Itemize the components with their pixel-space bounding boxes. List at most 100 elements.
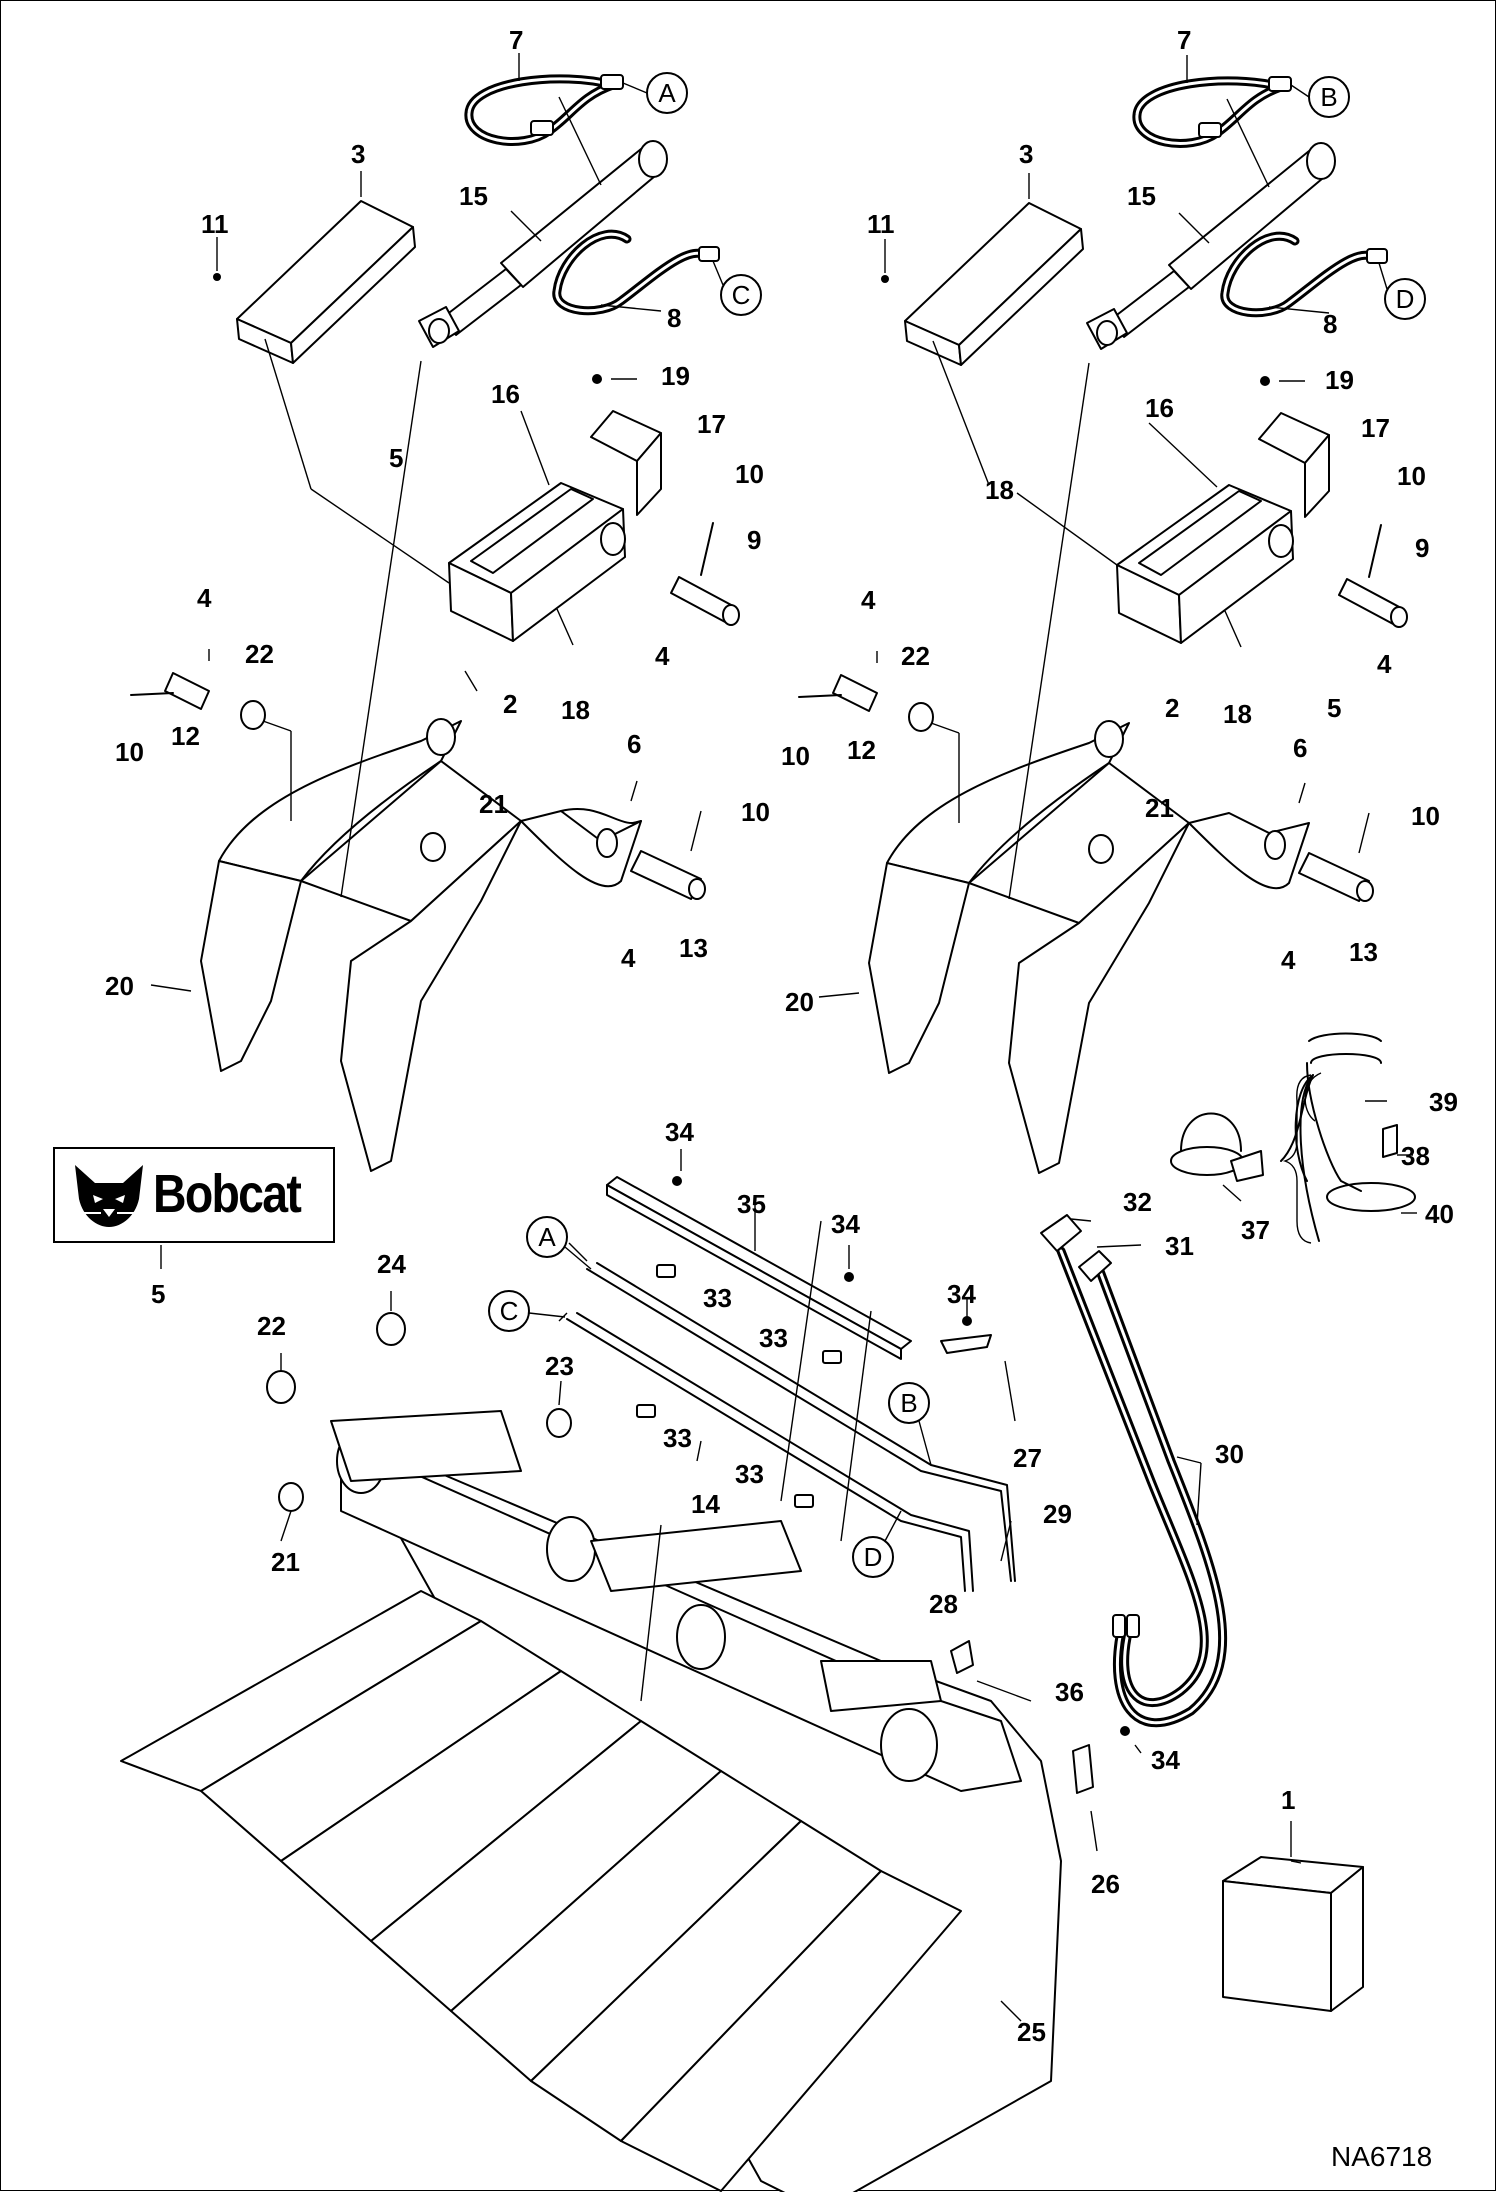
callout-label: 7 xyxy=(509,25,523,55)
bobcat-logo-decal: Bobcat xyxy=(53,1147,335,1243)
parts-kit-box-1 xyxy=(1222,1856,1364,2012)
connector-label: D xyxy=(864,1542,883,1572)
callout-label: 39 xyxy=(1429,1087,1458,1117)
leader-lines-bottom xyxy=(160,1074,1417,2022)
pivot-pin-9-left xyxy=(670,522,740,626)
connector-label: A xyxy=(658,78,676,108)
callout-label: 4 xyxy=(1377,649,1392,679)
callout-label: 37 xyxy=(1241,1215,1270,1245)
callout-label: 10 xyxy=(1411,801,1440,831)
hydraulic-tubes-28-29 xyxy=(566,1262,1016,1592)
callout-label: 4 xyxy=(621,943,636,973)
hydraulic-hose-pair-30 xyxy=(1040,1214,1228,1728)
connector-d-top: D xyxy=(1378,262,1426,320)
callout-label: 4 xyxy=(1281,945,1296,975)
callout-label: 26 xyxy=(1091,1869,1120,1899)
callout-label: 33 xyxy=(759,1323,788,1353)
callout-label: 3 xyxy=(351,139,365,169)
callout-labels-bottom: 5 34 35 34 33 34 24 33 22 23 33 27 33 14… xyxy=(151,1087,1458,2047)
hydraulic-cylinder-15-right xyxy=(1086,142,1336,350)
callout-label: 13 xyxy=(679,933,708,963)
hydraulic-hose-8-left xyxy=(552,229,720,316)
brand-wordmark: Bobcat xyxy=(153,1164,302,1224)
callout-label: 33 xyxy=(735,1459,764,1489)
callout-label: 21 xyxy=(479,789,508,819)
callout-label: 17 xyxy=(697,409,726,439)
hydraulic-hose-7-left xyxy=(464,74,624,146)
callout-label: 31 xyxy=(1165,1231,1194,1261)
callout-label: 5 xyxy=(389,443,403,473)
callout-label: 34 xyxy=(831,1209,860,1239)
callout-label: 6 xyxy=(1293,733,1307,763)
callout-label: 28 xyxy=(929,1589,958,1619)
pivot-pin-9-right xyxy=(1338,524,1408,628)
callout-label: 8 xyxy=(1323,309,1337,339)
connector-label: B xyxy=(900,1388,917,1418)
connector-markers: A C B D A C B xyxy=(488,72,1426,1578)
cylinder-mount-16-right xyxy=(1116,484,1294,644)
callout-label: 21 xyxy=(271,1547,300,1577)
callout-label: 3 xyxy=(1019,139,1033,169)
connector-label: A xyxy=(538,1222,556,1252)
callout-label: 38 xyxy=(1401,1141,1430,1171)
callout-label: 1 xyxy=(1281,1785,1295,1815)
pivot-pin-12-right xyxy=(798,674,934,732)
callout-label: 27 xyxy=(1013,1443,1042,1473)
connector-d-bottom: D xyxy=(852,1510,902,1578)
pivot-pin-13-right xyxy=(1088,834,1374,902)
callout-label: 21 xyxy=(1145,793,1174,823)
callout-label: 20 xyxy=(785,987,814,1017)
callout-label: 19 xyxy=(1325,365,1354,395)
connector-label: C xyxy=(500,1296,519,1326)
bracket-17-left xyxy=(590,374,662,516)
callout-label: 7 xyxy=(1177,25,1191,55)
callout-label: 33 xyxy=(663,1423,692,1453)
connector-c-bottom: C xyxy=(488,1290,566,1332)
bottom-assembly xyxy=(120,1032,1417,2192)
callout-label: 30 xyxy=(1215,1439,1244,1469)
connector-label: C xyxy=(732,280,751,310)
callout-label: 35 xyxy=(737,1189,766,1219)
connector-b-top: B xyxy=(1290,76,1350,118)
callout-label: 11 xyxy=(867,209,895,239)
callout-label: 18 xyxy=(985,475,1014,505)
callout-label: 5 xyxy=(151,1279,165,1309)
callout-label: 8 xyxy=(667,303,681,333)
callout-label: 22 xyxy=(901,641,930,671)
callout-label: 23 xyxy=(545,1351,574,1381)
callout-label: 19 xyxy=(661,361,690,391)
callout-label: 10 xyxy=(781,741,810,771)
callout-label: 40 xyxy=(1425,1199,1454,1229)
bracket-17-right xyxy=(1258,376,1330,518)
callout-label: 2 xyxy=(503,689,517,719)
hydraulic-cylinder-15-left xyxy=(418,140,668,348)
callout-label: 18 xyxy=(561,695,590,725)
callout-label: 33 xyxy=(703,1283,732,1313)
connector-a-bottom: A xyxy=(526,1216,592,1270)
callout-labels-right: 7 3 11 15 8 19 16 17 10 18 9 4 22 4 2 18… xyxy=(781,25,1440,1017)
callout-labels-left: 7 3 11 15 8 19 16 17 5 10 9 4 22 4 2 18 … xyxy=(105,25,770,1001)
pivot-pin-13-left xyxy=(420,832,706,900)
callout-label: 22 xyxy=(257,1311,286,1341)
callout-label: 6 xyxy=(627,729,641,759)
callout-label: 10 xyxy=(741,797,770,827)
callout-label: 20 xyxy=(105,971,134,1001)
hydraulic-hose-8-right xyxy=(1220,231,1388,318)
callout-label: 12 xyxy=(847,735,876,765)
connector-c-top: C xyxy=(712,260,762,316)
callout-label: 9 xyxy=(747,525,761,555)
callout-label: 11 xyxy=(201,209,229,239)
callout-label: 9 xyxy=(1415,533,1429,563)
callout-label: 10 xyxy=(735,459,764,489)
callout-label: 17 xyxy=(1361,413,1390,443)
callout-label: 22 xyxy=(245,639,274,669)
cylinder-guard-3-left xyxy=(213,200,416,364)
callout-label: 4 xyxy=(197,583,212,613)
callout-label: 25 xyxy=(1017,2017,1046,2047)
callout-label: 12 xyxy=(171,721,200,751)
connector-b-bottom: B xyxy=(888,1382,932,1466)
pivot-pin-12-left xyxy=(130,672,266,730)
hose-clamp-assembly xyxy=(1170,1032,1416,1212)
